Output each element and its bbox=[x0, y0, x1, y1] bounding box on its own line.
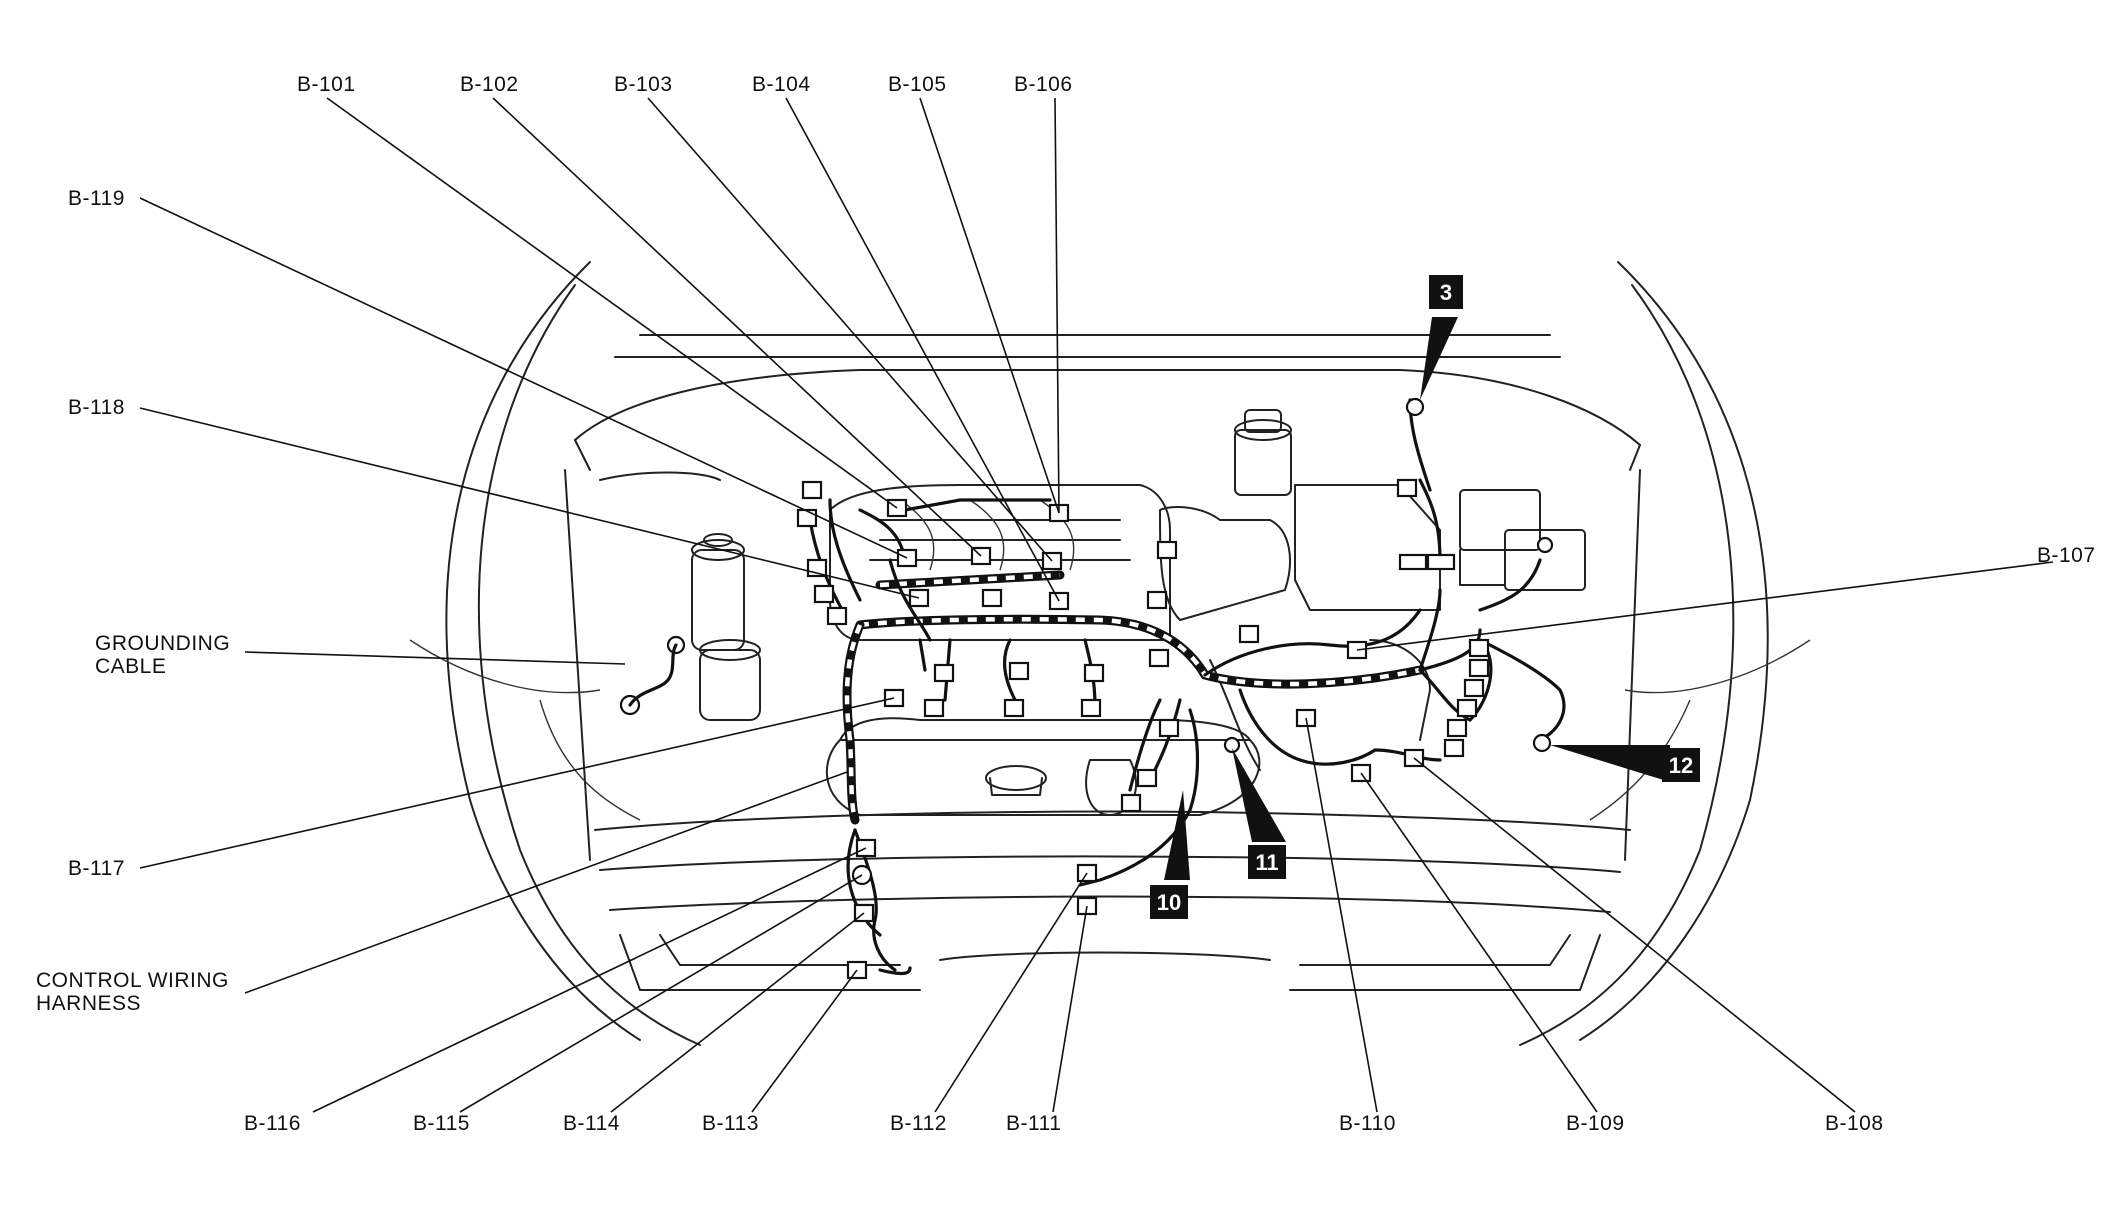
label-b118: B-118 bbox=[68, 396, 125, 419]
badge-11: 11 bbox=[1248, 845, 1286, 879]
control-wiring-harness-path bbox=[808, 398, 1566, 976]
label-b110: B-110 bbox=[1339, 1112, 1396, 1135]
vehicle-body-outline bbox=[409, 261, 1811, 1046]
label-b102: B-102 bbox=[460, 73, 519, 96]
leader-lines bbox=[139, 97, 2054, 1113]
label-b111: B-111 bbox=[1006, 1112, 1061, 1135]
svg-text:3: 3 bbox=[1440, 280, 1452, 305]
badge-3: 3 bbox=[1429, 275, 1463, 309]
label-b109: B-109 bbox=[1566, 1112, 1625, 1135]
connectors bbox=[619, 397, 1554, 980]
badge-10: 10 bbox=[1150, 885, 1188, 919]
label-grounding-cable-2: CABLE bbox=[95, 655, 166, 678]
label-b103: B-103 bbox=[614, 73, 673, 96]
label-b113: B-113 bbox=[702, 1112, 759, 1135]
svg-text:10: 10 bbox=[1157, 890, 1181, 915]
label-b101: B-101 bbox=[297, 73, 356, 96]
label-b117: B-117 bbox=[68, 857, 125, 880]
connector-labels: B-101 B-102 B-103 B-104 B-105 B-106 B-11… bbox=[36, 73, 2096, 1135]
callout-pointers bbox=[1164, 317, 1670, 880]
label-control-wiring-harness-2: HARNESS bbox=[36, 992, 141, 1015]
label-grounding-cable: GROUNDING bbox=[95, 632, 230, 655]
label-b106: B-106 bbox=[1014, 73, 1073, 96]
label-b104: B-104 bbox=[752, 73, 811, 96]
label-b105: B-105 bbox=[888, 73, 947, 96]
label-b114: B-114 bbox=[563, 1112, 620, 1135]
label-b115: B-115 bbox=[413, 1112, 470, 1135]
badge-12: 12 bbox=[1662, 748, 1700, 782]
label-b119: B-119 bbox=[68, 187, 125, 210]
label-b116: B-116 bbox=[244, 1112, 301, 1135]
svg-text:12: 12 bbox=[1669, 753, 1693, 778]
label-b112: B-112 bbox=[890, 1112, 947, 1135]
label-b108: B-108 bbox=[1825, 1112, 1884, 1135]
connector-b105 bbox=[981, 588, 1003, 608]
svg-text:11: 11 bbox=[1255, 850, 1278, 875]
label-control-wiring-harness: CONTROL WIRING bbox=[36, 969, 229, 992]
label-b107: B-107 bbox=[2037, 544, 2096, 567]
